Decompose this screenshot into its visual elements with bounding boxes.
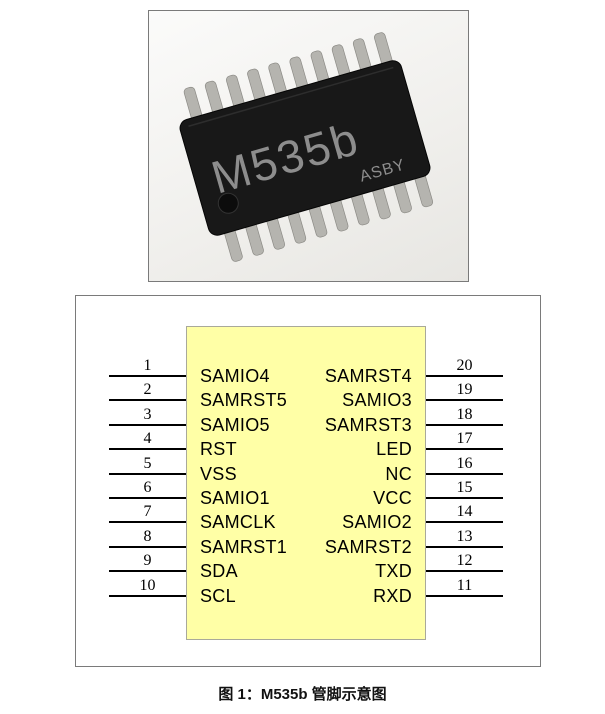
pin-label-left: RST (200, 439, 237, 460)
pin-label-left: SAMRST1 (200, 536, 288, 557)
pin-row-right: 18 (426, 405, 503, 426)
pin-row-right: 15 (426, 478, 503, 499)
pin-number: 16 (456, 454, 473, 472)
pin-number: 12 (456, 552, 473, 570)
pin1-dimple (217, 192, 239, 214)
chip-body (179, 60, 431, 236)
pin-number: 7 (143, 503, 152, 521)
pin-line (426, 594, 503, 597)
pin-row-left: 1 (109, 356, 186, 377)
pin-label-left: SAMCLK (200, 512, 276, 533)
pin-number: 11 (456, 576, 473, 594)
pin-line (109, 375, 186, 377)
chip-photo-frame: M535b ASBY (148, 10, 469, 282)
chip-photo: M535b ASBY (179, 32, 434, 262)
pin-row-right: 17 (426, 429, 503, 451)
pin-line (426, 375, 503, 377)
pin-label-left: SAMRST5 (200, 390, 288, 411)
pin-number: 1 (143, 357, 152, 374)
pin-line (109, 570, 186, 573)
pin-line (426, 497, 503, 499)
pin-diagram-frame: SAMIO4 SAMRST5 SAMIO5 RST VSS SAMIO1 SAM… (75, 295, 541, 667)
pin-number: 8 (143, 527, 152, 545)
pin-line (426, 472, 503, 475)
pin-number: 20 (456, 357, 473, 374)
pin-label-right: LED (376, 439, 412, 460)
pin-row-right: 11 (426, 576, 503, 597)
pin-line (109, 423, 186, 426)
pin-row-right: 14 (426, 502, 503, 524)
pin-line (109, 497, 186, 499)
pin-label-right: NC (385, 463, 412, 484)
pin-line (426, 423, 503, 426)
pin-row-left: 6 (109, 478, 186, 499)
pin-row-left: 2 (109, 380, 186, 402)
pin-number: 5 (143, 454, 152, 472)
pin-row-right: 16 (426, 454, 503, 475)
pin-label-right: VCC (373, 488, 412, 508)
pin-label-left: VSS (200, 463, 237, 484)
pin-label-right: SAMRST4 (324, 366, 412, 386)
pin-line (426, 521, 503, 524)
pin-label-left: SDA (200, 561, 238, 582)
pin-row-left: 10 (109, 576, 186, 597)
pin-line (109, 545, 186, 548)
pin-row-right: 20 (426, 356, 503, 377)
pin-row-left: 8 (109, 527, 186, 548)
pin-line (426, 570, 503, 573)
pin-line (426, 399, 503, 402)
chip-outline: SAMIO4 SAMRST5 SAMIO5 RST VSS SAMIO1 SAM… (186, 326, 426, 640)
pin-label-right: SAMRST2 (324, 536, 412, 557)
chip-body-highlight (188, 66, 394, 127)
pin-row-right: 12 (426, 551, 503, 573)
pin-label-left: SAMIO1 (200, 488, 270, 508)
pin-number: 10 (139, 576, 156, 594)
pin-number: 4 (143, 430, 152, 448)
pin-line (109, 594, 186, 597)
pin-line (426, 448, 503, 451)
pin-number: 17 (456, 430, 473, 448)
pin-row-left: 7 (109, 502, 186, 524)
pin-row-right: 13 (426, 527, 503, 548)
pin-label-right: SAMIO2 (342, 512, 412, 533)
pin-label-left: SAMIO5 (200, 414, 270, 435)
pin-label-right: SAMRST3 (324, 414, 412, 435)
pin-label-right: TXD (375, 561, 412, 582)
chip-package: M535b ASBY (179, 32, 434, 262)
pin-number: 15 (456, 479, 473, 496)
pin-line (109, 521, 186, 524)
pin-label-right: RXD (373, 585, 412, 606)
pin-number: 18 (456, 405, 473, 423)
pin-number: 13 (456, 527, 473, 545)
pin-row-right: 19 (426, 380, 503, 402)
pin-label-left: SAMIO4 (200, 366, 270, 386)
pin-number: 3 (143, 405, 152, 423)
pin-line (109, 399, 186, 402)
pin-number: 9 (143, 552, 152, 570)
figure-caption: 图 1：M535b 管脚示意图 (218, 686, 387, 703)
pin-row-left: 3 (109, 405, 186, 426)
pin-line (109, 472, 186, 475)
pin-row-left: 5 (109, 454, 186, 475)
pin-number: 2 (143, 381, 152, 399)
pin-row-left: 9 (109, 551, 186, 573)
pin-label-right: SAMIO3 (342, 390, 412, 411)
pin-number: 6 (143, 479, 152, 496)
pin-label-left: SCL (200, 585, 236, 606)
pin-line (109, 448, 186, 451)
pin-line (426, 545, 503, 548)
pin-number: 19 (456, 381, 473, 399)
pin-row-left: 4 (109, 429, 186, 451)
pin-number: 14 (456, 503, 473, 521)
